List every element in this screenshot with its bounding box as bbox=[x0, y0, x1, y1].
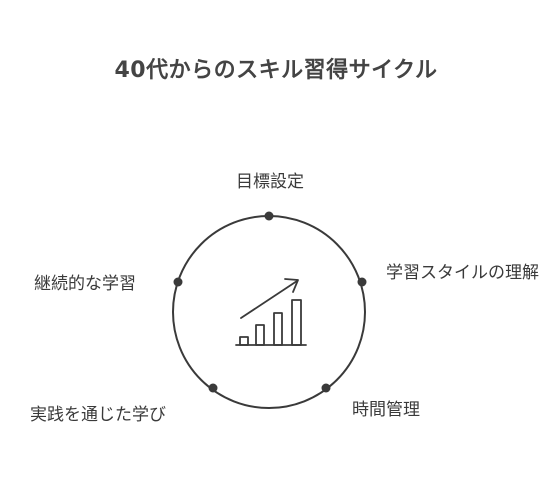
growth-chart-icon bbox=[235, 278, 307, 346]
node-goal-setting bbox=[264, 211, 274, 221]
step-label-continuous-learning: 継続的な学習 bbox=[34, 274, 136, 294]
step-label-goal-setting: 目標設定 bbox=[236, 172, 304, 192]
node-practical-learning bbox=[208, 383, 218, 393]
cycle-circle bbox=[172, 215, 366, 409]
node-time-management bbox=[321, 383, 331, 393]
node-learning-style bbox=[357, 277, 367, 287]
step-label-practical-learning: 実践を通じた学び bbox=[30, 405, 166, 425]
node-continuous-learning bbox=[173, 277, 183, 287]
step-label-time-management: 時間管理 bbox=[352, 400, 420, 420]
diagram-title: 40代からのスキル習得サイクル bbox=[114, 58, 438, 83]
step-label-learning-style: 学習スタイルの理解 bbox=[386, 263, 539, 283]
